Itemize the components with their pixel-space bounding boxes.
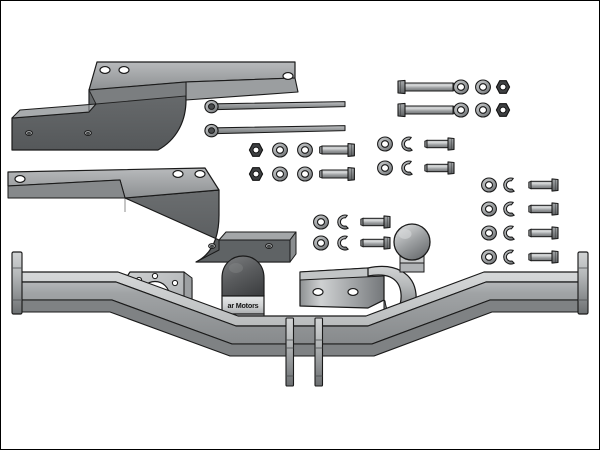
- flat-washer-icon: [481, 249, 497, 265]
- flat-washer-icon: [453, 102, 469, 118]
- flat-washer-icon: [313, 235, 329, 251]
- flat-washer-icon: [481, 201, 497, 217]
- flat-washer-icon: [297, 166, 313, 182]
- hex-bolt-medium-icon: [319, 143, 355, 157]
- bracket-lower: [7, 167, 297, 263]
- hex-nut-icon: [248, 143, 264, 157]
- towball-arm-hole: [312, 288, 324, 296]
- vertical-pin: [314, 317, 324, 387]
- bracket-lower-hole: [172, 170, 184, 178]
- bracket-lower-hole: [265, 243, 273, 249]
- plate-hole: [171, 279, 179, 287]
- flat-washer-icon: [453, 79, 469, 95]
- flat-washer-icon: [481, 225, 497, 241]
- flat-washer-icon: [475, 79, 491, 95]
- bracket-lower-hole: [14, 175, 26, 183]
- crossbar-end-plate-right: [577, 251, 589, 315]
- centre-vertical-pins: [285, 317, 324, 387]
- crossbar-end-plate-left: [11, 251, 23, 315]
- bracket-upper-hole: [282, 72, 294, 80]
- bracket-upper-hole: [118, 66, 130, 74]
- flat-washer-icon: [272, 142, 288, 158]
- flat-washer-icon: [272, 166, 288, 182]
- bracket-lower-hole: [194, 170, 206, 178]
- flat-washer-icon: [297, 142, 313, 158]
- bracket-upper: [11, 61, 299, 151]
- main-crossbar: [11, 251, 589, 357]
- hex-nut-icon: [495, 103, 511, 117]
- cover-brand-text: ar Motors: [228, 301, 259, 310]
- flat-washer-icon: [377, 136, 393, 152]
- bracket-upper-hole: [25, 130, 33, 136]
- bracket-upper-hole: [99, 66, 111, 74]
- bracket-upper-hole: [84, 130, 92, 136]
- bracket-lower-hole: [208, 243, 216, 249]
- vertical-pin: [285, 317, 295, 387]
- hex-bolt-medium-icon: [319, 167, 355, 181]
- flat-washer-icon: [313, 214, 329, 230]
- flat-washer-icon: [377, 160, 393, 176]
- flat-washer-icon: [475, 102, 491, 118]
- hex-nut-icon: [248, 167, 264, 181]
- tow-ball: [393, 223, 431, 261]
- flat-washer-icon: [481, 177, 497, 193]
- hex-nut-icon: [495, 80, 511, 94]
- plate-hole: [151, 272, 159, 280]
